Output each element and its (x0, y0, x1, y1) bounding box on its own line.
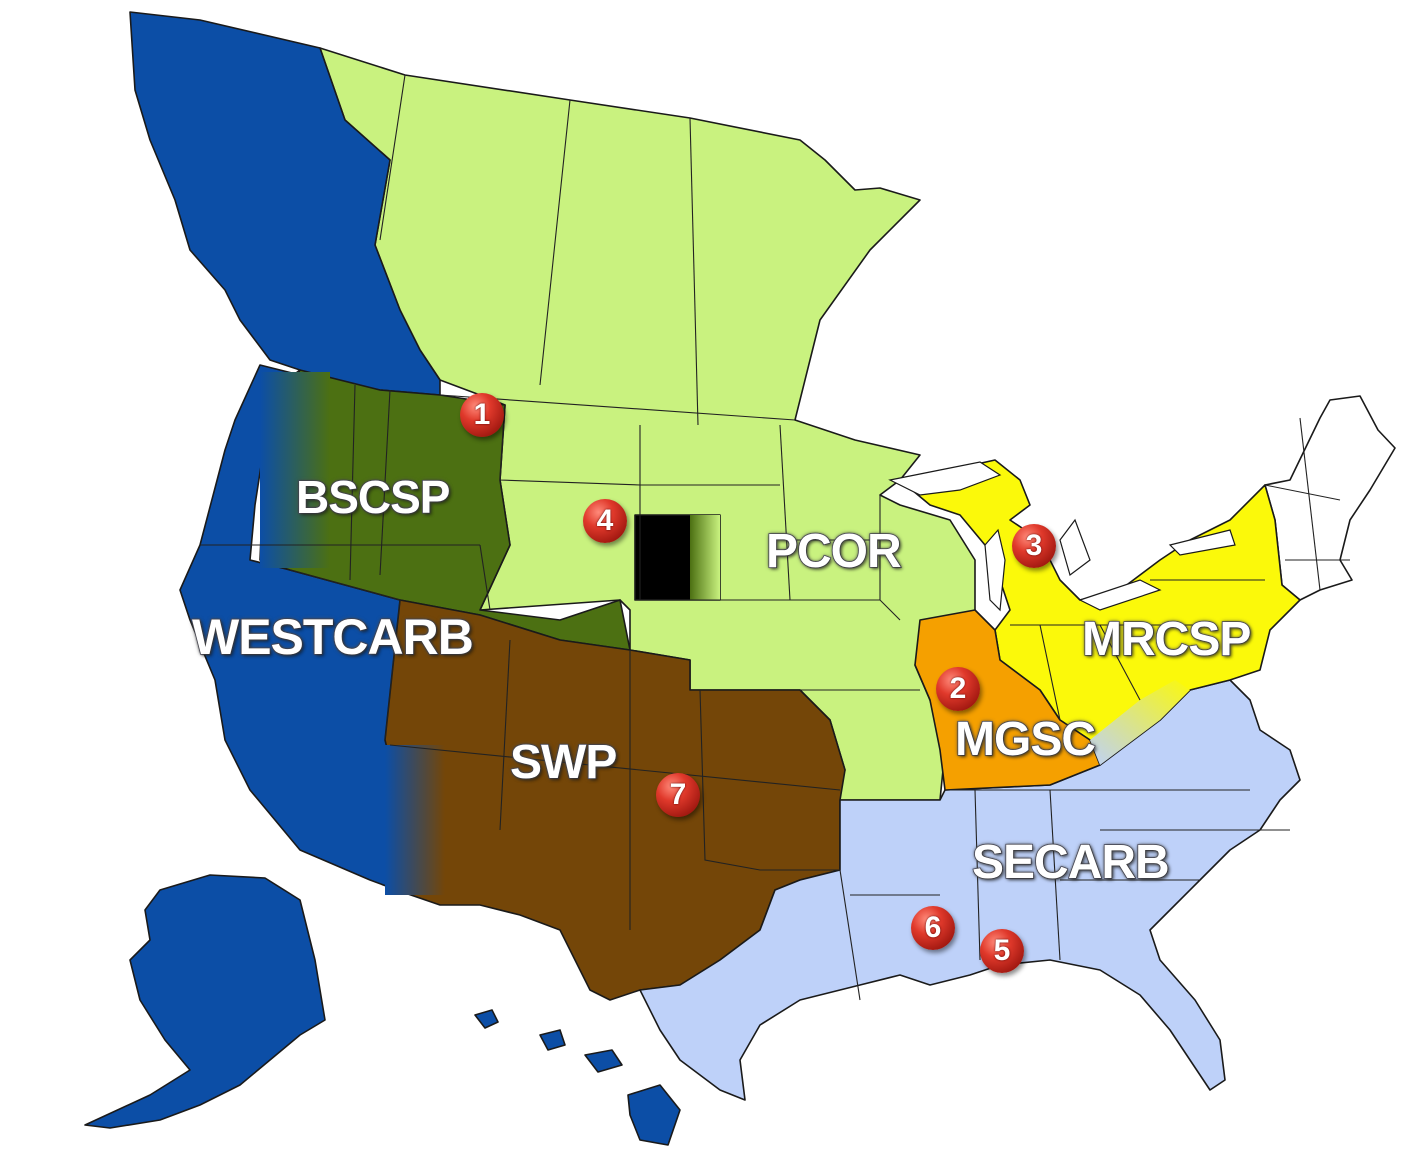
hawaii-island (539, 1029, 566, 1051)
site-marker-7[interactable]: 7 (656, 773, 700, 817)
secarb-region (639, 679, 1301, 1101)
site-marker-2[interactable]: 2 (936, 667, 980, 711)
label-secarb: SECARB (971, 835, 1170, 890)
label-pcor: PCOR (765, 524, 902, 579)
great-lakes (888, 461, 1236, 612)
label-mgsc: MGSC (954, 712, 1097, 767)
westcarb-bscsp-blend (260, 372, 330, 568)
westcarb-swp-blend (385, 745, 445, 895)
mrcsp-secarb-blend (1090, 680, 1190, 765)
state-borders (200, 74, 1350, 1001)
label-westcarb: WESTCARB (191, 608, 474, 666)
label-mrcsp: MRCSP (1081, 612, 1252, 667)
site-marker-1[interactable]: 1 (460, 393, 504, 437)
hawaii-island (584, 1049, 623, 1073)
label-bscsp: BSCSP (295, 470, 451, 524)
site-marker-6[interactable]: 6 (911, 906, 955, 950)
alaska-shape (84, 874, 326, 1129)
site-marker-3[interactable]: 3 (1012, 524, 1056, 568)
label-swp: SWP (509, 735, 618, 790)
site-marker-5[interactable]: 5 (980, 929, 1024, 973)
hawaii-island (627, 1084, 681, 1146)
site-marker-4[interactable]: 4 (583, 499, 627, 543)
bscsp-pcor-blend (690, 515, 720, 600)
westcarb-region (129, 11, 441, 894)
hawaii-island (474, 1009, 499, 1029)
